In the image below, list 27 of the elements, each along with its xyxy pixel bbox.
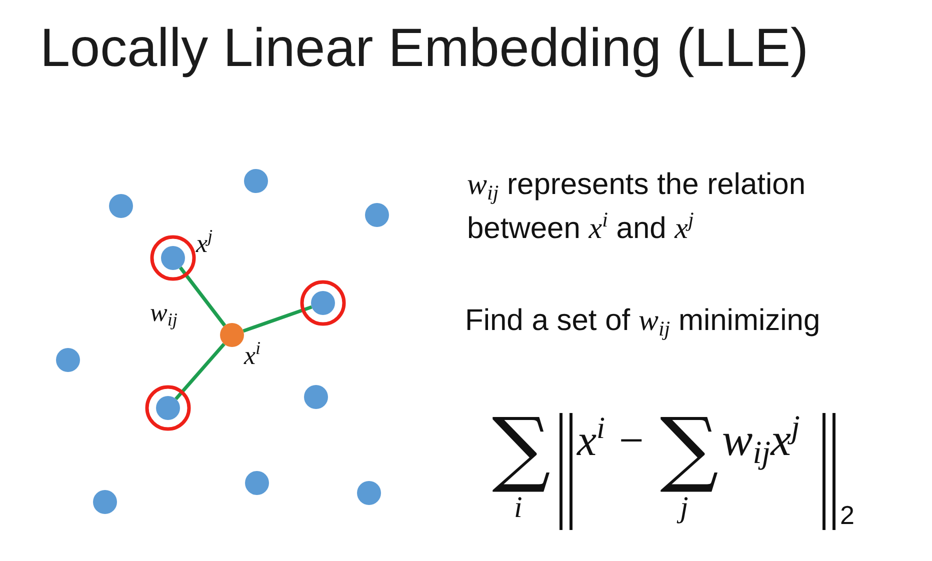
norm-subscript: 2 xyxy=(840,500,854,530)
data-point xyxy=(109,194,133,218)
data-point xyxy=(93,490,117,514)
center-point xyxy=(220,323,244,347)
formula-term: x$^{i}$ − xyxy=(577,410,646,467)
summation-sign: ∑ xyxy=(660,407,719,491)
point-label: x$^{i}$ xyxy=(244,341,261,371)
data-point xyxy=(156,396,180,420)
data-point xyxy=(56,348,80,372)
point-label: x$^{j}$ xyxy=(196,229,213,259)
data-point xyxy=(357,481,381,505)
data-point xyxy=(304,385,328,409)
weight-label: w$_{ij}$ xyxy=(150,297,178,330)
data-point xyxy=(365,203,389,227)
summation-sign: ∑ xyxy=(492,407,551,491)
data-point xyxy=(311,291,335,315)
description-text: Find a set of w$_{ij}$ minimizing xyxy=(465,303,822,342)
neighbor-link xyxy=(178,266,226,327)
neighbor-link xyxy=(242,305,312,333)
data-point xyxy=(161,246,185,270)
data-point xyxy=(245,471,269,495)
formula-term: w$_{ij}$x$^{j}$ xyxy=(722,407,800,472)
description-text: w$_{ij}$ represents the relation between x$^{i}$ and x$^{j}$ xyxy=(467,167,807,247)
summation-index: i xyxy=(514,492,522,524)
data-point xyxy=(244,169,268,193)
slide-title: Locally Linear Embedding (LLE) xyxy=(40,17,808,80)
neighbor-link xyxy=(174,342,226,400)
